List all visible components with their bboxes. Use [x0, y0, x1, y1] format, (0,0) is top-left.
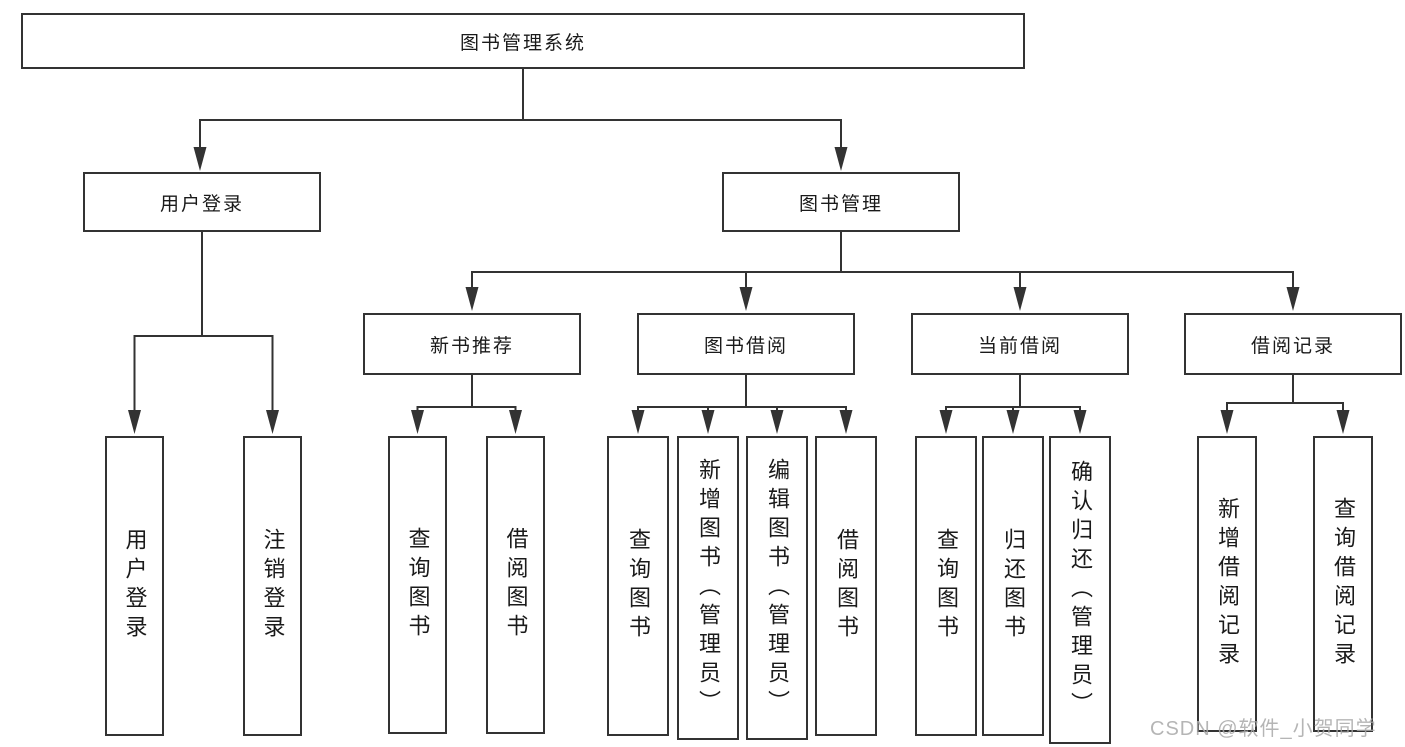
leaf-edit-book-admin: 编辑图书（管理员） — [746, 436, 808, 740]
leaf-borrow-books-recommend: 借阅图书 — [486, 436, 545, 734]
node-book-borrow: 图书借阅 — [637, 313, 855, 375]
node-book-management: 图书管理 — [722, 172, 960, 232]
leaf-query-books-borrow: 查询图书 — [607, 436, 669, 736]
watermark: CSDN @软件_小贺同学 — [1150, 718, 1377, 740]
node-user-login-group: 用户登录 — [83, 172, 321, 232]
leaf-logout: 注销登录 — [243, 436, 302, 736]
leaf-query-books-current: 查询图书 — [915, 436, 977, 736]
leaf-confirm-return-admin: 确认归还（管理员） — [1049, 436, 1111, 744]
leaf-add-book-admin: 新增图书（管理员） — [677, 436, 739, 740]
leaf-return-book: 归还图书 — [982, 436, 1044, 736]
node-library-system: 图书管理系统 — [21, 13, 1025, 69]
node-current-borrow: 当前借阅 — [911, 313, 1129, 375]
leaf-user-login: 用户登录 — [105, 436, 164, 736]
leaf-query-borrow-record: 查询借阅记录 — [1313, 436, 1373, 732]
leaf-borrow-books-borrow: 借阅图书 — [815, 436, 877, 736]
node-borrow-records: 借阅记录 — [1184, 313, 1402, 375]
node-new-book-recommend: 新书推荐 — [363, 313, 581, 375]
leaf-query-books-recommend: 查询图书 — [388, 436, 447, 734]
leaf-add-borrow-record: 新增借阅记录 — [1197, 436, 1257, 732]
